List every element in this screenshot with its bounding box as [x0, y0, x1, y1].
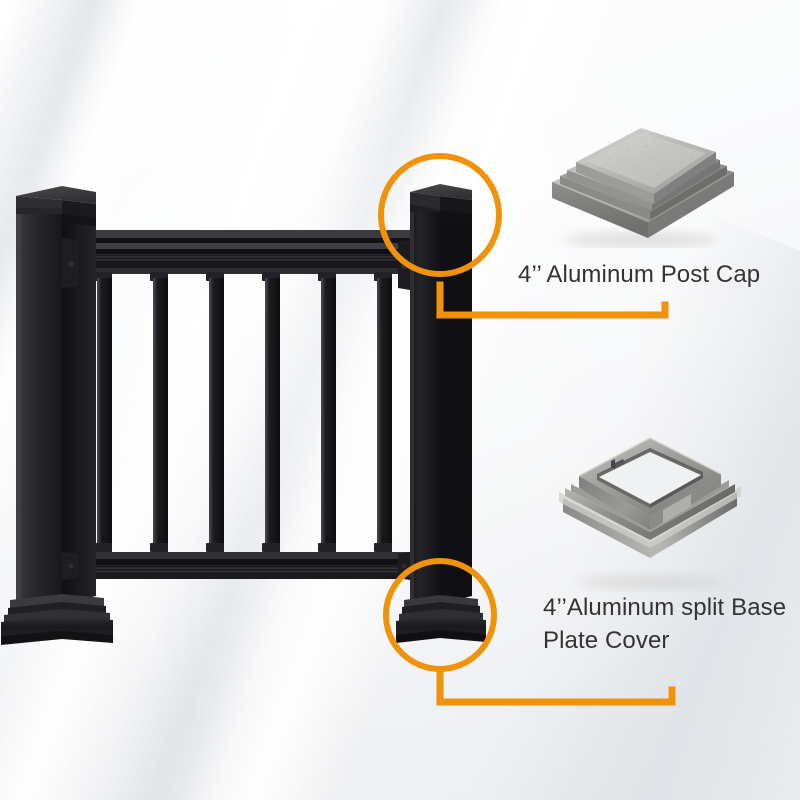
callout-circle-base-plate-cover[interactable]	[383, 558, 497, 672]
callout-base-plate-connector	[436, 668, 676, 706]
callout-label-post-cap: 4’’ Aluminum Post Cap	[518, 261, 761, 288]
aluminum-post-cap-photo	[552, 128, 734, 248]
callout-post-cap-connector	[436, 281, 669, 319]
aluminum-split-base-plate-cover-photo	[559, 437, 741, 589]
callout-circle-post-cap[interactable]	[378, 153, 502, 277]
callout-label-base-plate-cover: 4’’Aluminum split Base Plate Cover	[543, 594, 787, 654]
